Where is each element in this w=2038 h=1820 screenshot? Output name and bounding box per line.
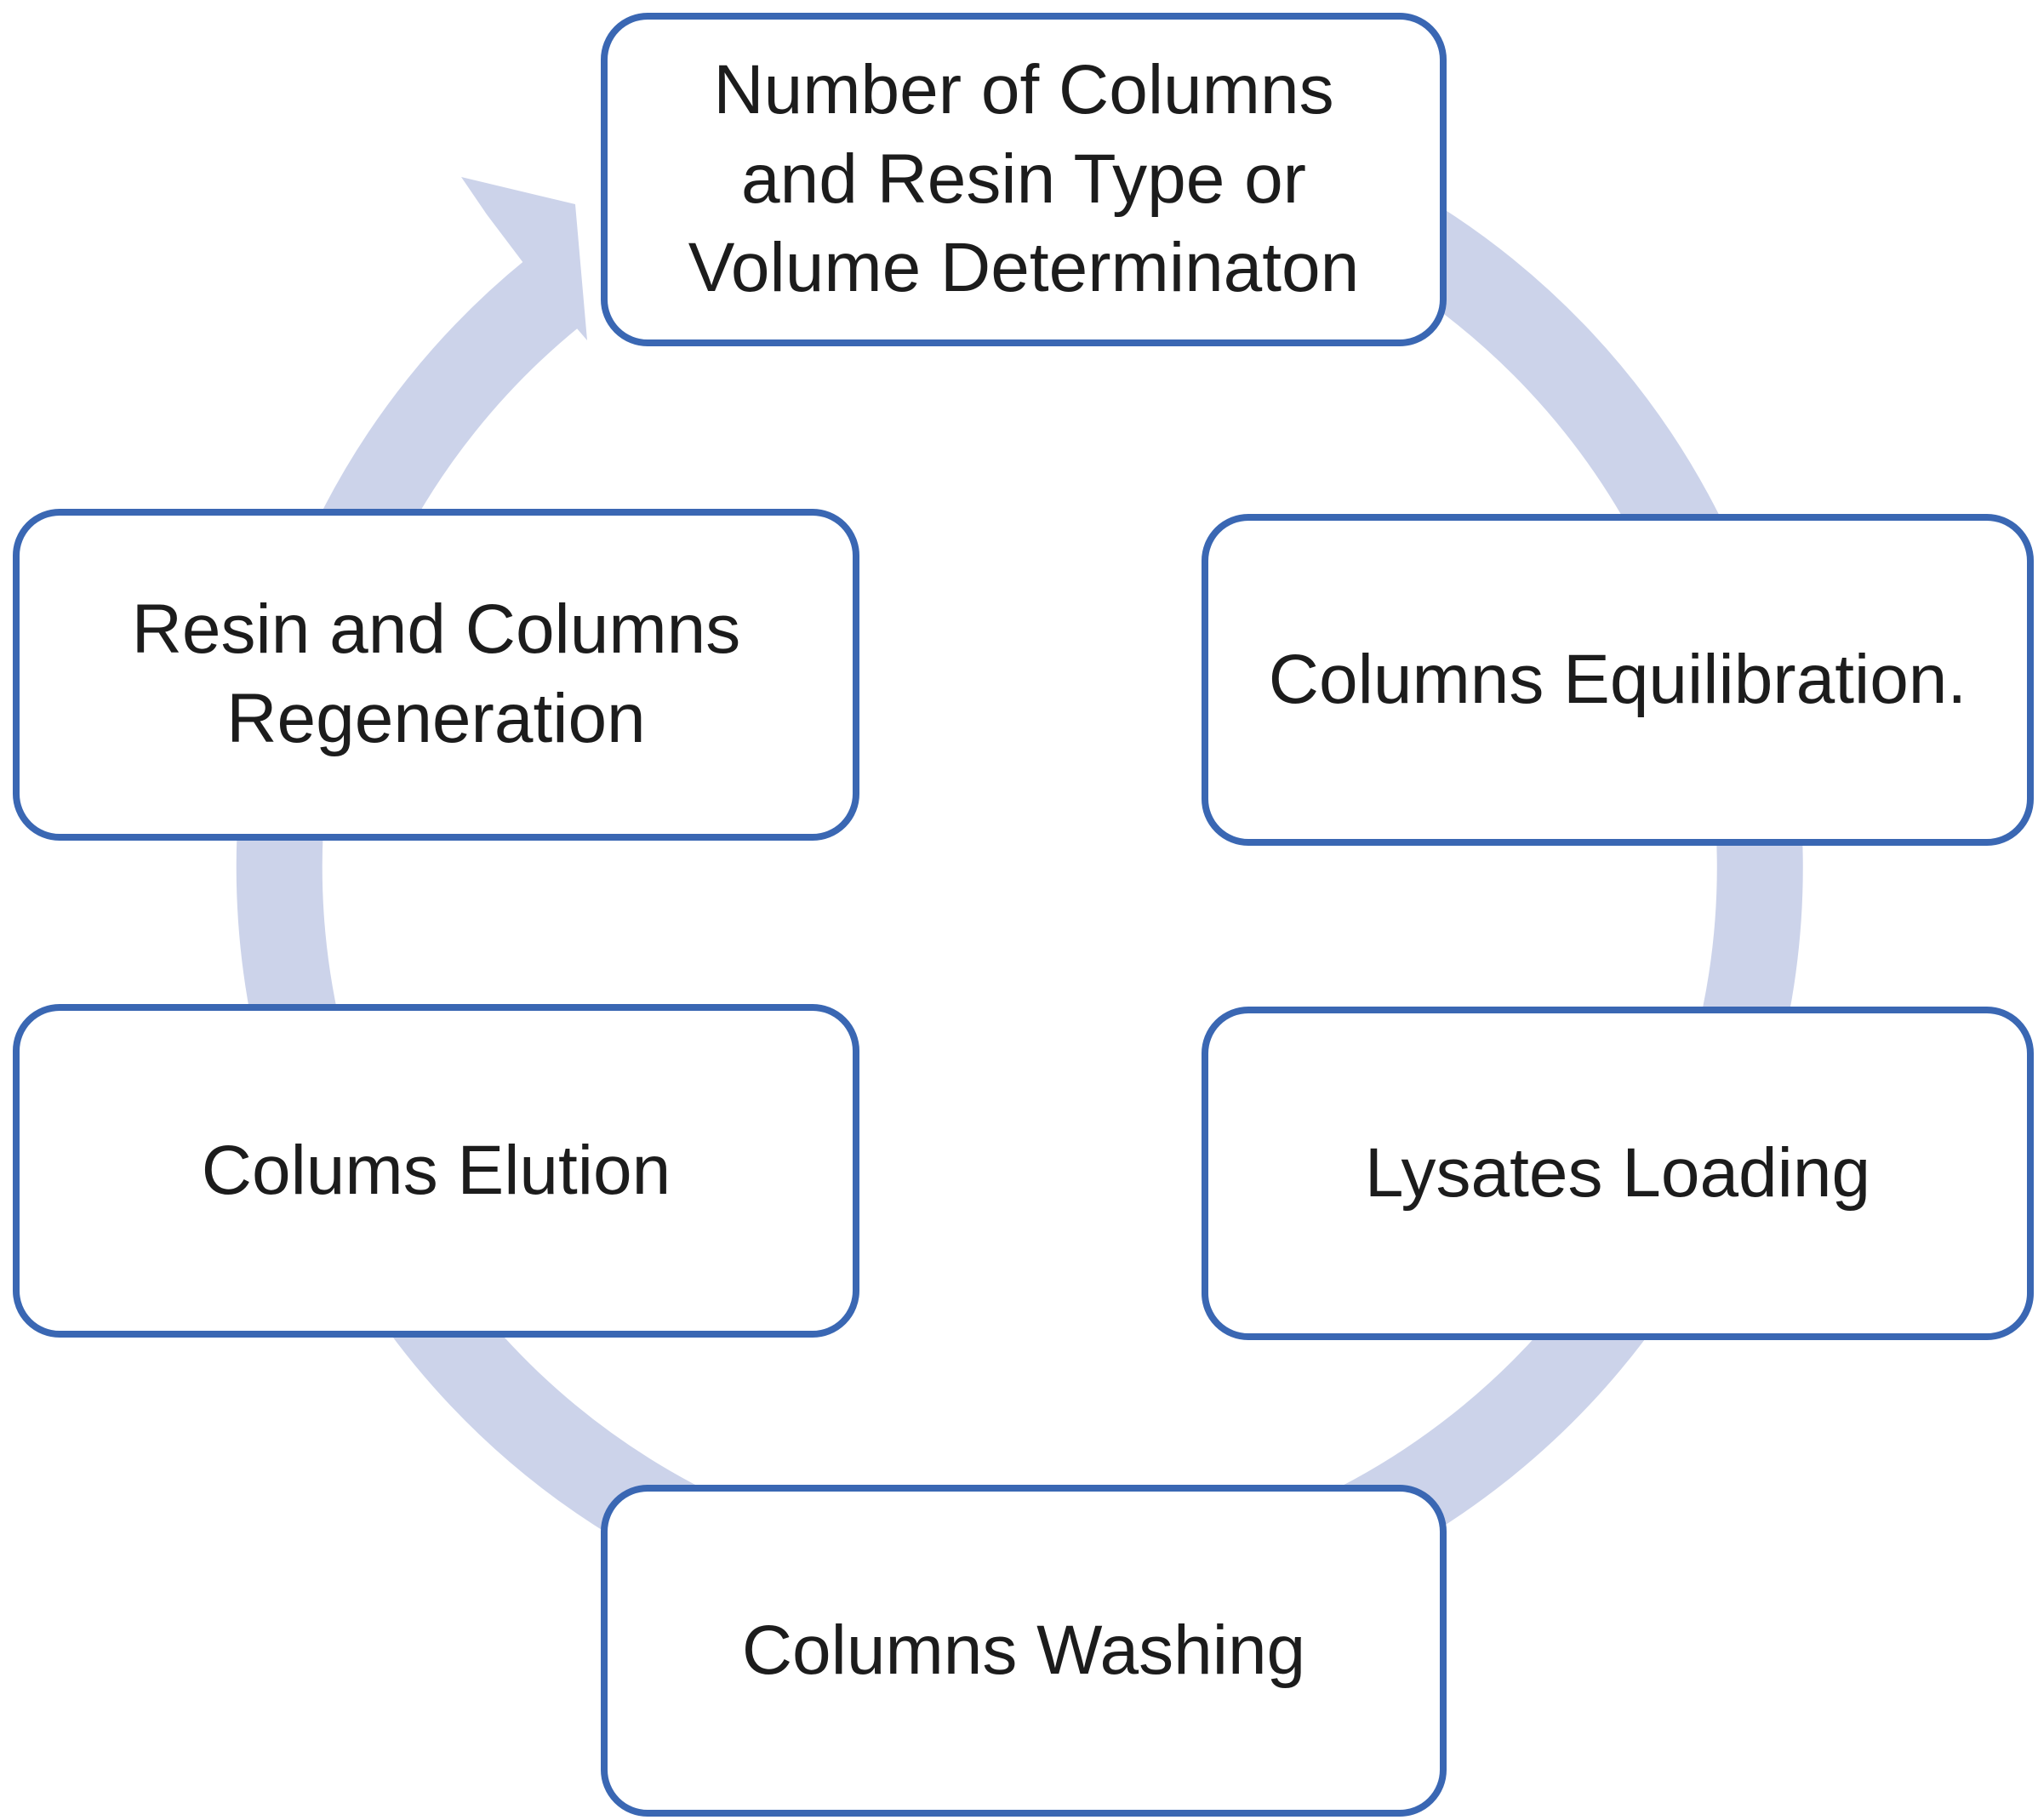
node-columns-equilibration: Columns Equilibration.	[1202, 514, 2034, 846]
node-label: Colums Elution	[201, 1131, 671, 1209]
node-label: Number of Columns and Resin Type or Volu…	[688, 50, 1360, 307]
node-resin-regeneration: Resin and Columns Regeneration	[13, 509, 859, 841]
node-label: Resin and Columns Regeneration	[131, 591, 741, 757]
node-lysates-loading: Lysates Loading	[1202, 1007, 2034, 1340]
cycle-arrow-ring	[236, 84, 1803, 1651]
node-number-of-columns: Number of Columns and Resin Type or Volu…	[601, 13, 1447, 346]
node-label: Columns Equilibration.	[1268, 640, 1967, 718]
node-label: Lysates Loading	[1364, 1133, 1871, 1212]
node-columns-washing: Columns Washing	[601, 1485, 1447, 1817]
cycle-arrow-head-icon	[461, 177, 587, 340]
node-colums-elution: Colums Elution	[13, 1004, 859, 1338]
node-label: Columns Washing	[741, 1611, 1306, 1689]
